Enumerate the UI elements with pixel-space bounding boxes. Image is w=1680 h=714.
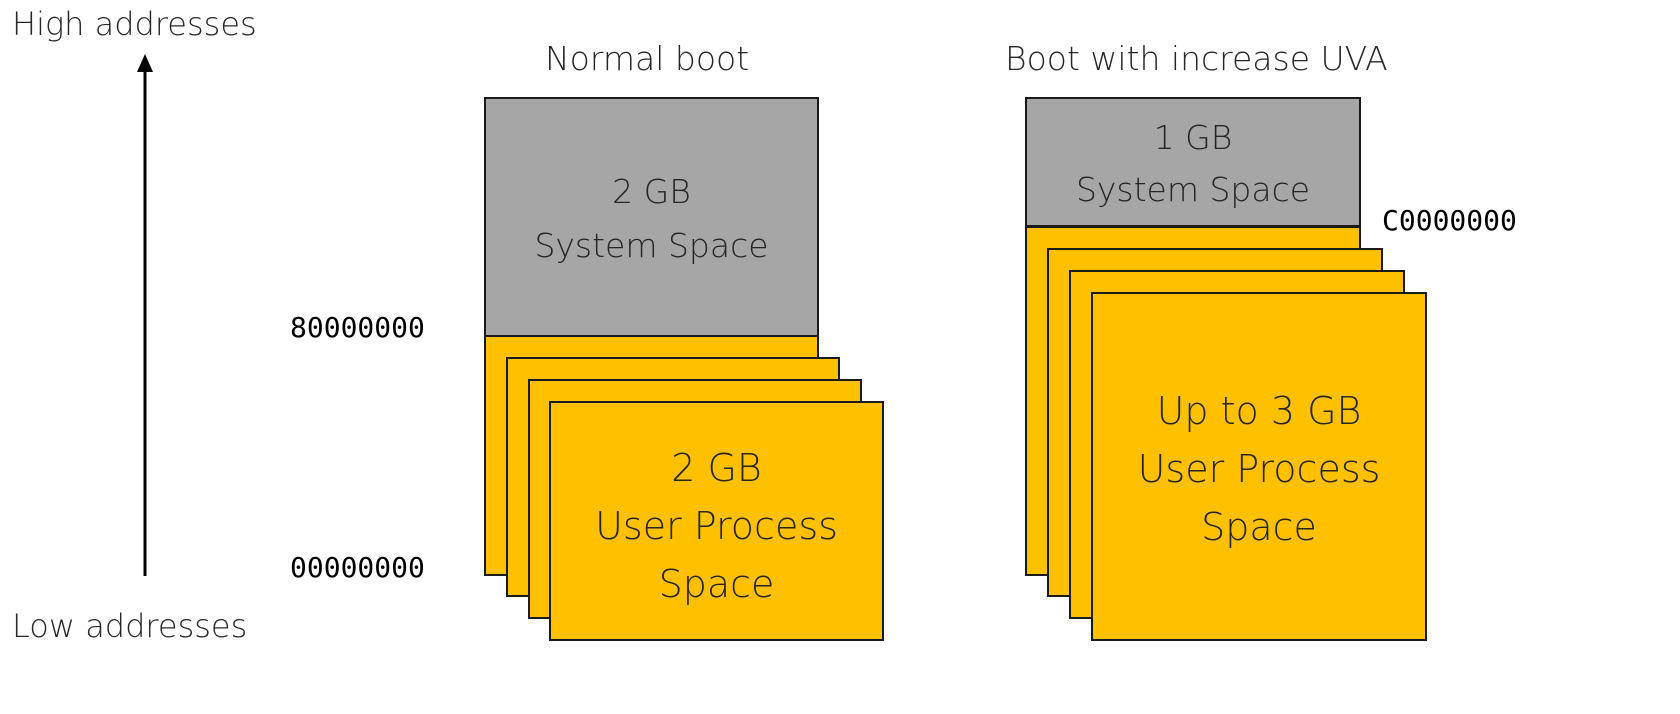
uva-boot-title: Boot with increase UVA [1005,39,1388,78]
normal-system-space-label: System Space [534,226,769,265]
address-direction-arrow [137,54,153,576]
normal-boot-title: Normal boot [545,39,750,78]
uva-user-space-label-line2: Space [1201,505,1317,549]
uva-user-space-label-line1: User Process [1137,447,1381,491]
normal-user-space-size: 2 GB [671,446,762,490]
high-addresses-label: High addresses [12,5,257,43]
normal-boundary-address: 80000000 [290,311,425,344]
normal-system-space-block: 2 GB System Space [484,97,819,337]
normal-system-space-size: 2 GB [612,172,691,211]
uva-system-space-label: System Space [1075,170,1311,209]
uva-system-space-size: 1 GB [1153,118,1233,157]
uva-boundary-address: C0000000 [1382,204,1517,237]
normal-base-address: 00000000 [290,551,425,584]
uva-system-space-block: 1 GB System Space [1025,97,1361,227]
uva-user-space-size: Up to 3 GB [1156,389,1362,433]
uva-user-space-block: Up to 3 GB User Process Space [1091,292,1427,641]
normal-user-space-label-line1: User Process [595,504,838,548]
normal-user-space-block: 2 GB User Process Space [549,401,884,641]
normal-user-space-label-line2: Space [658,562,775,606]
low-addresses-label: Low addresses [12,607,248,645]
